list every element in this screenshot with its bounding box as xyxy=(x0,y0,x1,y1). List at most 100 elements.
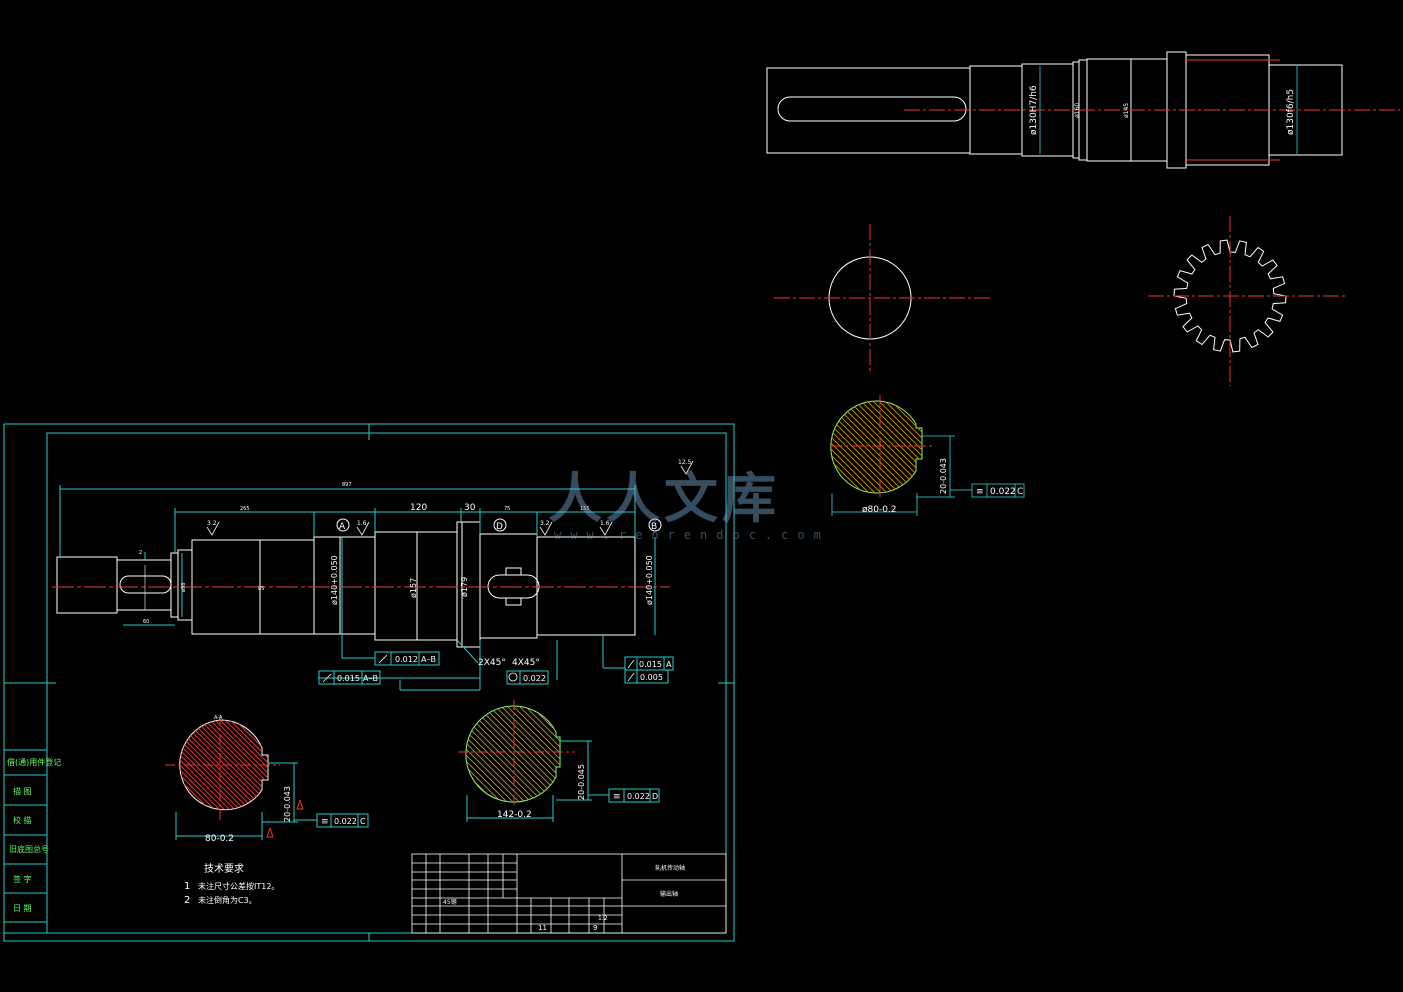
sec2-tol: 0.022 xyxy=(627,792,650,801)
tech-title: 技术要求 xyxy=(204,862,244,875)
side-label-1: 借(通)用件登记 xyxy=(7,757,61,767)
hatch-line xyxy=(830,400,922,493)
tb-sheet: 11 xyxy=(538,924,547,932)
datum-a: A xyxy=(339,522,346,532)
datum-d: D xyxy=(496,522,503,532)
hatch-line xyxy=(465,705,499,802)
gt2-val: 0.015 xyxy=(337,674,360,683)
d-98: ø98 xyxy=(181,583,187,592)
top-shaft-dims xyxy=(1039,65,1298,155)
title-block xyxy=(411,853,727,934)
hatch-line xyxy=(830,400,859,493)
hatch-line xyxy=(860,400,922,493)
hatch-line xyxy=(189,719,268,810)
hatch-line xyxy=(465,705,511,802)
hatch-line xyxy=(830,400,847,493)
side-label-2: 描 图 xyxy=(13,786,32,796)
circle-view xyxy=(774,224,990,372)
dim-a: 265 xyxy=(240,506,250,512)
hatch-line xyxy=(465,705,505,802)
side-label-5: 签 字 xyxy=(13,874,32,884)
gt4-ref: A xyxy=(666,660,672,669)
dim-d: 2 xyxy=(139,550,142,556)
sec1-tol: 0.022 xyxy=(334,817,357,826)
gt3-val: 0.022 xyxy=(523,674,546,683)
sec1-ref: C xyxy=(360,817,366,826)
fit-label-1: ø130H7/h6 xyxy=(1029,85,1039,135)
hatch-line xyxy=(878,400,922,493)
hatch-line xyxy=(830,400,835,493)
right-sec-dim: ø80-0.2 xyxy=(862,505,897,515)
sec2-ref: D xyxy=(652,792,658,801)
top-shaft-hidden xyxy=(904,59,1400,161)
side-label-4: 旧底图总号 xyxy=(9,844,49,854)
hatch-line xyxy=(854,400,922,493)
right-sec-key: 20-0.043 xyxy=(939,458,948,494)
hatch-line xyxy=(512,705,560,802)
spline-view xyxy=(1148,216,1345,386)
hatch-line xyxy=(465,705,469,802)
hatch-line xyxy=(465,705,523,802)
right-section: ø80-0.2 20-0.043 ≡ 0.022 C xyxy=(723,395,1025,516)
roughness-symbols xyxy=(206,460,694,536)
gt2-ref: A–B xyxy=(363,674,378,683)
hatch-line xyxy=(830,400,919,493)
sec2-key: 20-0.045 xyxy=(577,764,586,800)
main-shaft-centerline xyxy=(52,565,670,610)
hatch-line xyxy=(866,400,922,493)
hatch-line xyxy=(830,400,901,493)
side-label-3: 校 描 xyxy=(13,815,32,825)
right-sec-tol: 0.022 xyxy=(990,487,1016,497)
hatch-line xyxy=(75,715,175,815)
chamfer-2: 4X45° xyxy=(512,658,540,668)
dim-overall: 897 xyxy=(342,482,352,488)
rough-2: 1.6 xyxy=(357,520,367,527)
hatch-line xyxy=(219,719,268,810)
hatch-line xyxy=(830,400,877,493)
tb-num: 9 xyxy=(593,924,597,932)
gt1-val: 0.012 xyxy=(395,655,418,664)
tb-name: 输出轴 xyxy=(660,890,678,898)
hatch-line xyxy=(830,400,889,493)
tech-2-num: 2 xyxy=(184,895,190,906)
hatch-line xyxy=(70,715,170,815)
hatch-line xyxy=(830,400,871,493)
hatch-line xyxy=(830,400,841,493)
tech-1-num: 1 xyxy=(184,881,190,892)
hatch-line xyxy=(830,400,907,493)
hatch-line xyxy=(179,719,216,810)
hatch-line xyxy=(830,400,853,493)
tech-1: 未注尺寸公差按IT12。 xyxy=(198,881,279,891)
hatch-line xyxy=(465,705,541,802)
fit-label-2: ø130f6/h5 xyxy=(1286,89,1296,135)
rough-1: 3.2 xyxy=(207,520,217,527)
side-column xyxy=(3,682,48,934)
d-140a: ø140+0.050 xyxy=(330,555,339,605)
sec2-dim: 142-0.2 xyxy=(497,810,532,820)
tb-scale: 1:2 xyxy=(598,915,608,922)
mid-label-b: ø145 xyxy=(1123,103,1130,118)
hatch-line xyxy=(229,719,268,810)
hatch-line xyxy=(465,705,493,802)
sec1-key: 20-0.043 xyxy=(283,786,292,822)
hatch-line xyxy=(830,400,922,493)
hatch-line xyxy=(723,395,828,500)
rough-4: 1.6 xyxy=(600,520,610,527)
tb-title: 轧机传动轴 xyxy=(655,864,685,872)
hatch-line xyxy=(465,705,487,802)
right-sec-sym: ≡ xyxy=(976,487,984,497)
rough-3: 3.2 xyxy=(540,520,550,527)
side-label-6: 日 期 xyxy=(13,904,32,913)
dim-30: 30 xyxy=(464,503,476,513)
sec2-sym: ≡ xyxy=(613,792,621,802)
rough-top: 12.5 xyxy=(678,459,692,466)
gt-frames xyxy=(318,651,674,685)
hatch-line xyxy=(848,400,922,493)
dim-120: 120 xyxy=(410,503,427,513)
dim-e: 60 xyxy=(143,619,149,625)
hatch-line xyxy=(524,705,560,802)
gt-symbols xyxy=(322,654,635,683)
hatch-line xyxy=(465,705,529,802)
gt4-val: 0.015 xyxy=(639,660,662,669)
